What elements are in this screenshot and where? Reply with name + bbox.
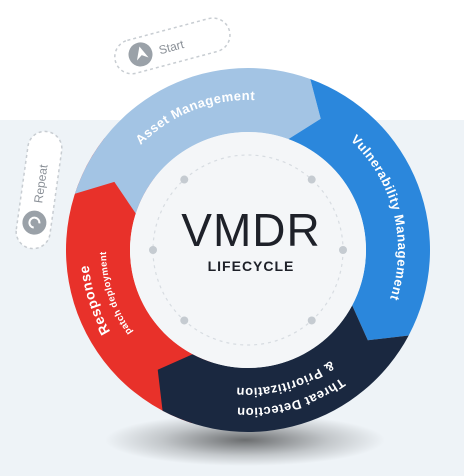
repeat-pill[interactable]: Repeat <box>14 129 64 251</box>
hub-dot <box>307 316 316 325</box>
center-title: VMDR <box>181 204 320 256</box>
hub-circle <box>130 132 366 368</box>
hub-dot <box>339 246 347 254</box>
hub-dot <box>307 175 316 184</box>
repeat-pill-icon-circle <box>22 210 47 235</box>
hub-dots <box>149 175 347 325</box>
refresh-icon <box>28 216 41 229</box>
hub-dot <box>180 175 189 184</box>
hub-dot <box>180 316 189 325</box>
segment-vulnerability-management[interactable] <box>288 78 430 341</box>
ring-segments <box>66 68 430 433</box>
ring-shadow <box>105 414 385 466</box>
segment-threat-detection[interactable] <box>157 305 409 433</box>
cursor-icon <box>136 46 149 61</box>
segment-response[interactable] <box>66 137 212 424</box>
hub-dot <box>149 246 157 254</box>
start-pill[interactable]: Start <box>111 14 234 77</box>
segment-asset-management[interactable] <box>74 68 321 214</box>
center-subtitle: LIFECYCLE <box>208 258 295 274</box>
start-pill-label: Start <box>157 37 186 57</box>
repeat-pill-label: Repeat <box>31 163 50 204</box>
